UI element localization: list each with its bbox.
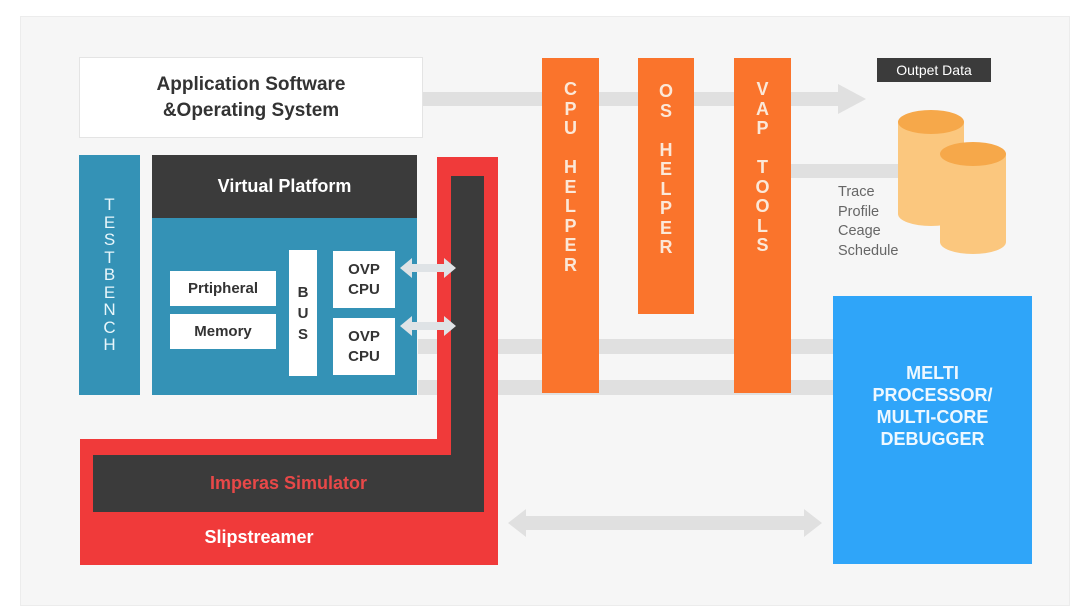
cpu-helper-letter: P	[564, 215, 577, 236]
testbench-letter: E	[103, 212, 116, 232]
os-helper-letter: E	[659, 217, 672, 238]
bus-letter: U	[297, 304, 309, 322]
vap-tools-letter: A	[756, 98, 769, 119]
application-software-box: Application Software &Operating System	[79, 57, 423, 138]
bus-letter: S	[297, 325, 308, 343]
output-item-trace: Trace	[838, 184, 875, 200]
cpu-helper-letter: L	[565, 196, 576, 216]
connector-bar-mid2	[418, 380, 834, 395]
testbench-letter: T	[104, 195, 115, 215]
vap-tools-letter: V	[756, 79, 769, 99]
ovp-cpu-box-1: OVP CPU	[333, 251, 395, 308]
connector-bar-mid1	[418, 339, 834, 354]
virtual-platform-header: Virtual Platform	[152, 155, 417, 218]
double-arrow-cpu1	[400, 258, 456, 278]
cpu-helper-letter: H	[564, 157, 577, 177]
imperas-simulator-block: Imperas Simulator	[93, 455, 484, 512]
cpu-helper-letter: P	[564, 98, 577, 119]
output-items-list: Trace Profile Ceage Schedule	[838, 183, 898, 261]
testbench-letter: T	[104, 247, 115, 267]
ovp-cpu-box-2: OVP CPU	[333, 318, 395, 375]
app-software-line2: &Operating System	[162, 99, 340, 121]
double-arrow-debugger	[508, 509, 822, 537]
os-helper-letter: E	[659, 159, 672, 179]
debugger-line4: DEBUGGER	[880, 429, 985, 449]
vap-tools-letter: L	[757, 215, 768, 236]
output-item-ceage: Ceage	[838, 223, 881, 239]
ovp-cpu-2-line2: CPU	[348, 347, 380, 365]
double-arrow-cpu2	[400, 316, 456, 336]
memory-box: Memory	[170, 314, 276, 349]
testbench-letter: B	[103, 265, 116, 285]
output-data-label-box: Outpet Data	[877, 58, 991, 82]
cpu-helper-letter: E	[564, 235, 577, 255]
testbench-letter: C	[103, 317, 116, 337]
debugger-line1: MELTI	[906, 363, 959, 383]
cpu-helper-letter: R	[564, 254, 577, 275]
database-cylinders-icon	[898, 110, 1006, 254]
os-helper-letter: L	[660, 178, 672, 199]
output-data-title: Outpet Data	[896, 62, 972, 78]
os-helper-letter: P	[659, 198, 672, 218]
vap-tools-letter	[760, 139, 765, 159]
memory-label: Memory	[194, 322, 252, 340]
arrow-head-top	[838, 84, 866, 114]
ovp-cpu-2-line1: OVP	[348, 327, 380, 345]
os-helper-letter: R	[659, 237, 673, 257]
vap-tools-letter: P	[756, 118, 769, 138]
bus-letter: B	[297, 283, 309, 301]
testbench-letter: E	[103, 282, 116, 302]
os-helper-letter: O	[658, 81, 673, 101]
cpu-helper-letter: U	[564, 118, 577, 138]
imperas-simulator-label: Imperas Simulator	[209, 473, 368, 493]
peripheral-box: Prtipheral	[170, 271, 276, 306]
os-helper-letter	[663, 121, 668, 141]
connector-bar-output	[790, 164, 908, 178]
app-software-line1: Application Software	[156, 73, 346, 95]
testbench-letter: H	[103, 335, 116, 355]
testbench-letter: S	[103, 230, 116, 250]
cpu-helper-letter: C	[564, 79, 577, 99]
debugger-line3: MULTI-CORE	[876, 407, 989, 427]
virtual-platform-title: Virtual Platform	[217, 176, 352, 196]
testbench-letter: N	[103, 300, 116, 320]
vap-tools-letter: T	[757, 157, 768, 177]
output-item-profile: Profile	[838, 203, 880, 220]
ovp-cpu-1-line1: OVP	[348, 260, 380, 278]
simulator-vertical-arm	[451, 176, 484, 476]
cylinder-front	[940, 142, 1006, 254]
slipstreamer-label: Slipstreamer	[204, 526, 314, 547]
cpu-helper-letter	[568, 139, 573, 159]
vap-tools-letter: S	[756, 235, 769, 255]
os-helper-letter: H	[659, 139, 673, 160]
os-helper-letter: S	[659, 100, 672, 121]
output-item-schedule: Schedule	[838, 242, 899, 259]
debugger-line2: PROCESSOR/	[872, 385, 993, 405]
slipstreamer-label-area: Slipstreamer	[80, 512, 438, 562]
ovp-cpu-1-line2: CPU	[348, 280, 380, 298]
vap-tools-letter: O	[755, 176, 770, 197]
vap-tools-letter: O	[755, 196, 770, 216]
peripheral-label: Prtipheral	[187, 279, 259, 297]
cpu-helper-letter: E	[564, 176, 577, 197]
multi-core-debugger-block: MELTI PROCESSOR/ MULTI-CORE DEBUGGER	[833, 296, 1032, 564]
